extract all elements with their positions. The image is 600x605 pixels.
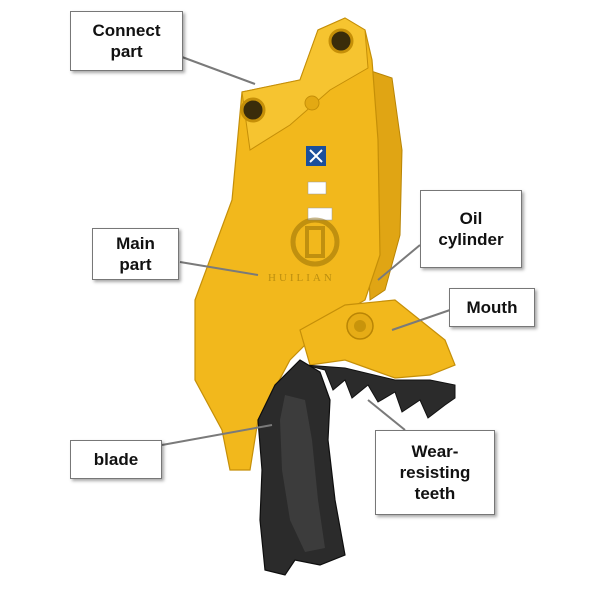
bolt-boss [304, 95, 320, 111]
leader-teeth [367, 399, 406, 431]
label-line: cylinder [438, 230, 504, 249]
label-line: part [110, 42, 143, 61]
label-mouth: Mouth [449, 288, 535, 327]
leader-mouth [391, 309, 451, 331]
label-line: teeth [414, 484, 456, 504]
label-wear-resisting-teeth: Wear- resisting teeth [375, 430, 495, 515]
leader-connect [181, 56, 256, 85]
label-line: Wear- [411, 441, 459, 461]
label-line: Mouth [466, 297, 518, 317]
watermark-logo-bar [305, 226, 325, 258]
label-line: Main [116, 233, 155, 253]
label-line: Oil [459, 208, 483, 228]
label-main-part: Main part [92, 228, 179, 280]
label-line: Connect [92, 20, 161, 40]
blade-inner [280, 395, 325, 552]
pin-hole [328, 28, 354, 54]
brand-logo-mark [309, 149, 323, 163]
wear-teeth [304, 364, 456, 419]
sticker [307, 181, 327, 195]
watermark-logo-icon [290, 217, 340, 267]
mouth-jaw [299, 299, 456, 379]
label-connect-part: Connect part [70, 11, 183, 71]
pin-hole [240, 97, 266, 123]
label-line: resisting [399, 462, 471, 482]
leader-blade [161, 424, 273, 446]
label-blade: blade [70, 440, 162, 479]
jaw-pivot-pin [354, 320, 366, 332]
leader-main [179, 261, 259, 276]
label-line: part [119, 255, 152, 274]
label-line: blade [93, 449, 139, 469]
sticker [307, 207, 333, 221]
leader-oil [377, 244, 421, 281]
label-oil-cylinder: Oil cylinder [420, 190, 522, 268]
watermark-text: HUILIAN [268, 272, 335, 284]
